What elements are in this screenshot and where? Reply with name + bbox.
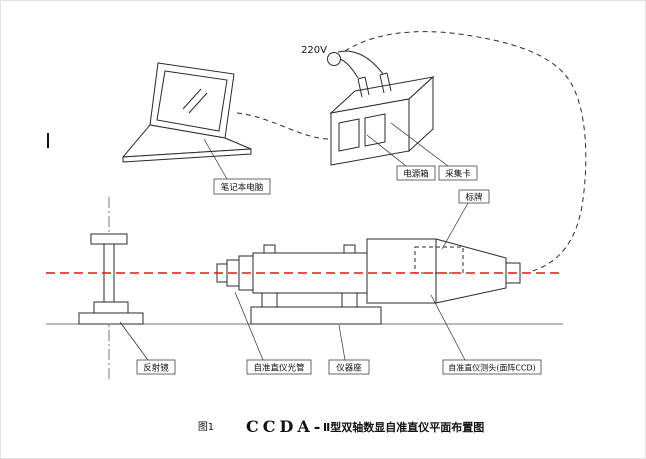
plug-icon bbox=[379, 72, 388, 76]
screen-glare-line bbox=[188, 92, 208, 114]
leader-line bbox=[430, 294, 466, 361]
caption-number: 图1 bbox=[198, 421, 214, 433]
measuring-head-drawing bbox=[366, 238, 521, 304]
plug-icon bbox=[357, 76, 366, 80]
leader-line bbox=[234, 291, 264, 361]
plug-icon bbox=[386, 72, 392, 92]
tube-support-post bbox=[341, 292, 358, 308]
label-box bbox=[246, 359, 312, 375]
laptop-base-edge bbox=[122, 148, 252, 163]
label-box bbox=[438, 165, 478, 181]
label-capture-card: 采集卡 bbox=[445, 169, 471, 180]
reflector-base bbox=[78, 312, 144, 325]
plug-icon bbox=[379, 74, 385, 94]
cable-laptop-to-box bbox=[236, 112, 331, 140]
collimator-tube-drawing bbox=[216, 244, 382, 325]
instrument-base bbox=[250, 306, 382, 325]
voltage-label: 220V bbox=[301, 45, 327, 56]
power-box-slot bbox=[338, 118, 360, 152]
label-laptop: 笔记本电脑 bbox=[221, 182, 264, 193]
leader-line bbox=[390, 122, 449, 167]
label-power-box: 电源箱 bbox=[403, 169, 429, 180]
power-outlet-circle bbox=[327, 52, 341, 66]
plug-icon bbox=[357, 78, 363, 98]
power-cord bbox=[339, 58, 359, 79]
head-nose bbox=[435, 238, 507, 304]
label-box bbox=[442, 359, 542, 375]
screen-glare-line bbox=[182, 88, 202, 110]
label-box bbox=[396, 165, 436, 181]
caption-title-cjk: Ⅱ型双轴数显自准直仪平面布置图 bbox=[323, 420, 484, 434]
reflector-top-bar bbox=[90, 233, 128, 245]
head-body bbox=[366, 238, 437, 304]
caption-title-latin: CCDA- bbox=[246, 417, 324, 436]
figure-caption: 图1 CCDA- Ⅱ型双轴数显自准直仪平面布置图 bbox=[198, 417, 484, 436]
label-collimator-tube: 自准直仪光管 bbox=[253, 363, 304, 374]
capture-card-slot bbox=[364, 113, 386, 147]
cable-loop-to-head bbox=[344, 31, 587, 273]
leader-line bbox=[441, 202, 469, 250]
label-nameplate: 标牌 bbox=[465, 192, 483, 203]
power-box-drawing bbox=[329, 50, 435, 166]
leader-line bbox=[119, 321, 149, 361]
label-box bbox=[458, 189, 490, 204]
tube-support-post bbox=[261, 292, 278, 308]
leader-line bbox=[366, 134, 407, 167]
label-box bbox=[213, 178, 271, 195]
label-instrument-base: 仪器座 bbox=[336, 363, 362, 374]
label-box bbox=[136, 359, 176, 375]
label-measuring-head: 自准直仪测头(面阵CCD) bbox=[448, 363, 536, 373]
reflector-foot bbox=[93, 301, 129, 314]
laptop-drawing bbox=[121, 62, 252, 163]
leader-line bbox=[338, 324, 346, 361]
laptop-screen bbox=[156, 70, 228, 132]
leader-line bbox=[203, 138, 228, 180]
callout-labels: 笔记本电脑 电源箱 采集卡 标牌 反射镜 自准直仪光管 仪器座 自准直仪测头(面… bbox=[136, 165, 542, 375]
label-reflector: 反射镜 bbox=[143, 363, 169, 374]
plug-icon bbox=[364, 76, 370, 96]
power-cord bbox=[337, 50, 384, 75]
label-box bbox=[328, 359, 370, 375]
reflector-drawing bbox=[78, 233, 144, 325]
